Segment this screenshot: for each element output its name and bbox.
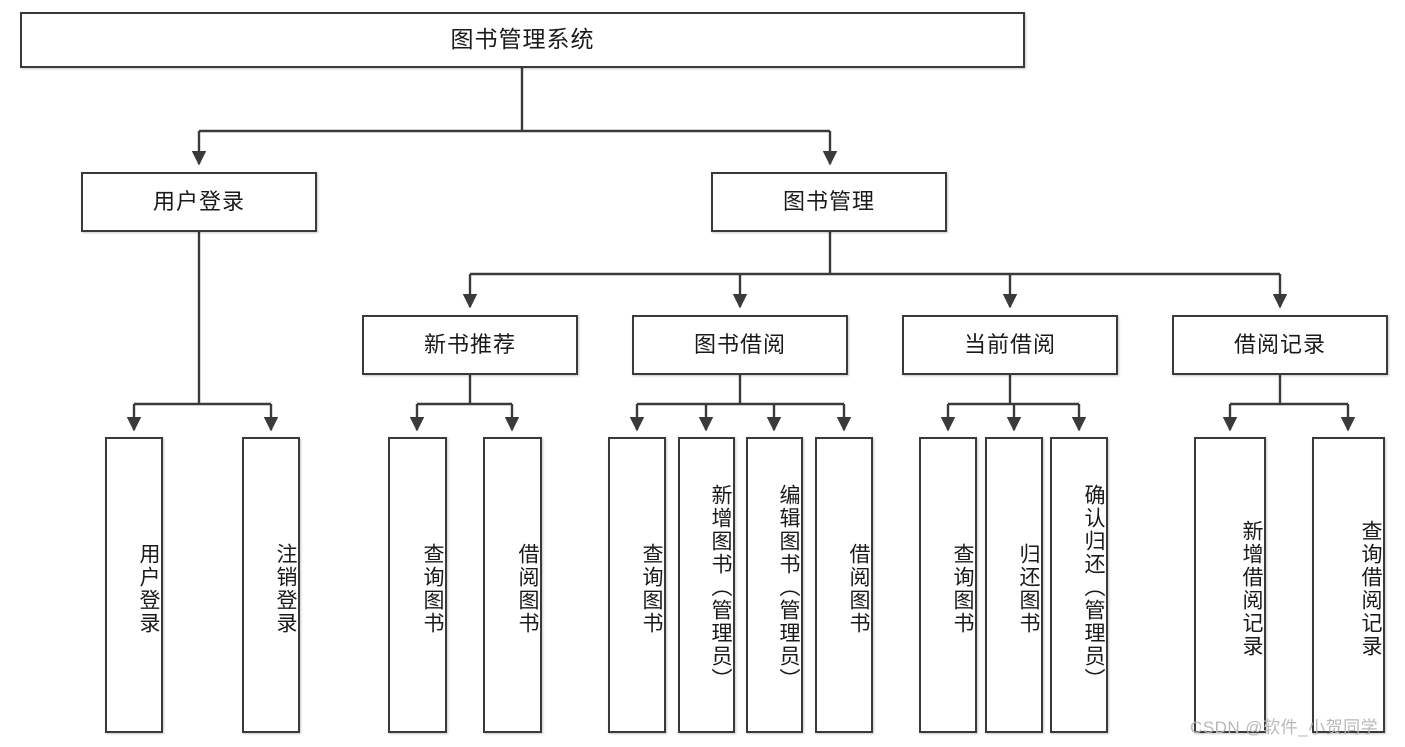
node-book-management[interactable]: 图书管理: [711, 172, 947, 232]
leaf-user-login[interactable]: 用户登录: [105, 437, 163, 733]
leaf-query-book[interactable]: 查询图书: [608, 437, 666, 733]
node-new-book-recommend[interactable]: 新书推荐: [362, 315, 578, 375]
leaf-add-book-admin[interactable]: 新增图书（管理员）: [678, 437, 735, 733]
leaf-logout[interactable]: 注销登录: [242, 437, 300, 733]
leaf-edit-book-admin[interactable]: 编辑图书（管理员）: [746, 437, 803, 733]
node-book-borrow[interactable]: 图书借阅: [632, 315, 848, 375]
node-current-borrow[interactable]: 当前借阅: [902, 315, 1118, 375]
node-user-login[interactable]: 用户登录: [81, 172, 317, 232]
leaf-return-book[interactable]: 归还图书: [985, 437, 1043, 733]
leaf-add-borrow-record[interactable]: 新增借阅记录: [1194, 437, 1266, 733]
leaf-query-borrow-record[interactable]: 查询借阅记录: [1312, 437, 1385, 733]
leaf-borrow-book-recommend[interactable]: 借阅图书: [483, 437, 542, 733]
node-borrow-record[interactable]: 借阅记录: [1172, 315, 1388, 375]
leaf-query-book-current[interactable]: 查询图书: [919, 437, 977, 733]
leaf-confirm-return-admin[interactable]: 确认归还（管理员）: [1050, 437, 1108, 733]
node-root-system[interactable]: 图书管理系统: [20, 12, 1025, 68]
leaf-borrow-book[interactable]: 借阅图书: [815, 437, 873, 733]
csdn-watermark: CSDN @软件_小贺同学: [1190, 718, 1379, 737]
leaf-query-book-recommend[interactable]: 查询图书: [388, 437, 447, 733]
